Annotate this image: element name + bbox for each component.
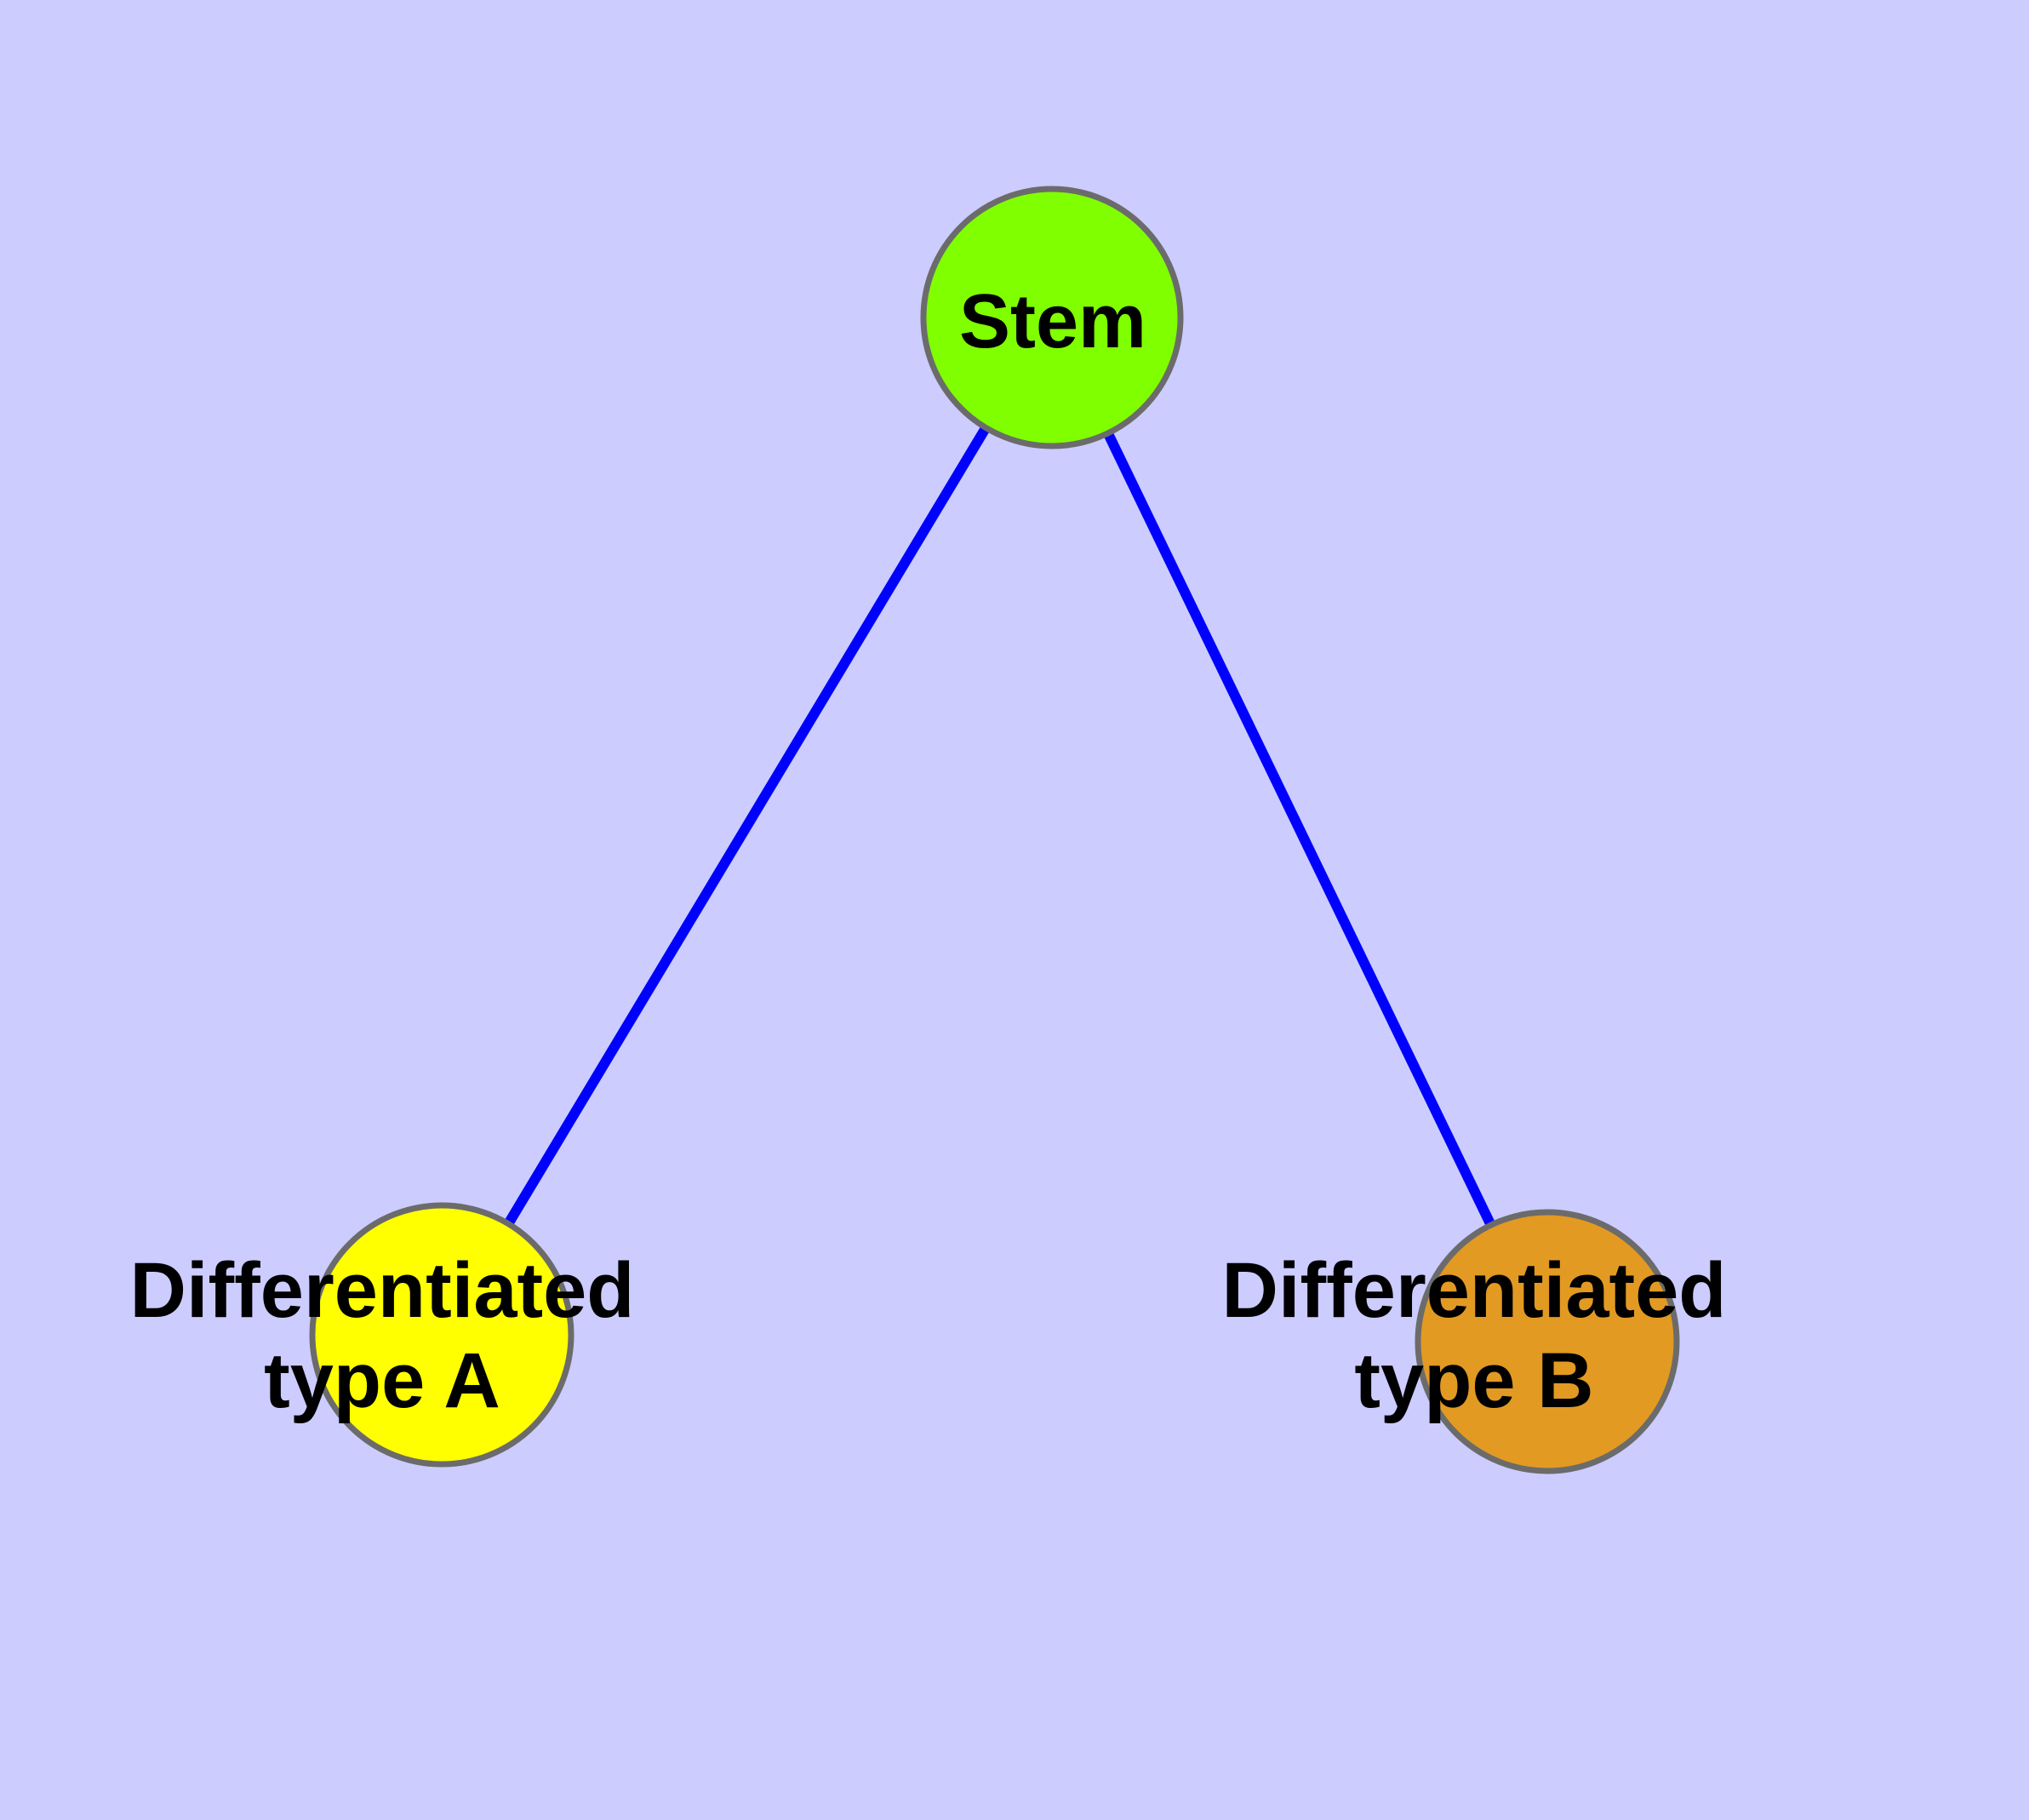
- graph-edge-stem-to-a: [437, 314, 1057, 1338]
- node-label-line: Differentiated: [130, 1247, 635, 1334]
- nodes-layer: [309, 186, 1680, 1474]
- node-label-stem: Stem: [959, 279, 1146, 364]
- graph-node-diff_b[interactable]: [1415, 1209, 1680, 1474]
- graph-node-stem[interactable]: [920, 186, 1184, 449]
- node-label-line: type B: [1354, 1337, 1593, 1424]
- graph-node-diff_a[interactable]: [309, 1202, 574, 1468]
- node-label-line: type A: [264, 1337, 500, 1424]
- node-label-line: Stem: [959, 279, 1146, 364]
- edges-layer: [437, 314, 1552, 1344]
- graph-edge-stem-to-b: [1047, 315, 1552, 1344]
- node-label-line: Differentiated: [1222, 1247, 1727, 1334]
